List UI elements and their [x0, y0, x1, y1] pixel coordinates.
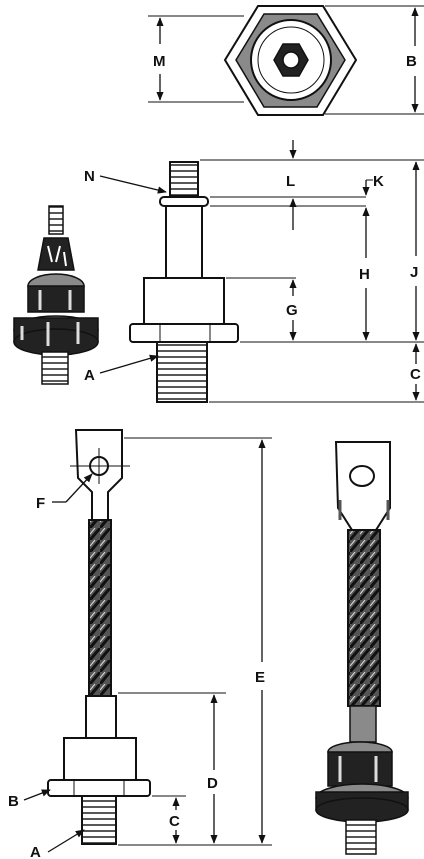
label-B-bottom: B — [8, 793, 19, 810]
dimension-L: L — [286, 140, 297, 230]
label-N: N — [84, 168, 95, 185]
label-H: H — [359, 266, 370, 283]
leader-A-top: A — [84, 354, 159, 384]
dimension-K: K — [362, 173, 384, 196]
label-J: J — [410, 264, 418, 281]
leader-N: N — [84, 168, 167, 194]
dimension-J: J — [410, 161, 420, 341]
lower-extension-lines — [118, 437, 272, 846]
leader-A-bottom: A — [30, 829, 85, 859]
dimension-C-bottom: C — [169, 797, 180, 844]
label-C-bottom: C — [169, 813, 180, 830]
label-M: M — [153, 53, 166, 70]
stud-perspective-small — [13, 205, 99, 385]
dimension-B-top: B — [325, 5, 424, 115]
label-B-top: B — [406, 53, 417, 70]
dimension-C-top: C — [410, 343, 421, 401]
top-view-hex — [223, 5, 358, 116]
label-L: L — [286, 173, 295, 190]
leader-B-bottom: B — [8, 789, 51, 810]
label-C-top: C — [410, 366, 421, 383]
side-view-extension-lines — [200, 159, 424, 403]
dimension-G: G — [286, 279, 298, 341]
label-A-top: A — [84, 367, 95, 384]
label-G: G — [286, 302, 298, 319]
dimension-M: M — [148, 15, 244, 103]
label-F: F — [36, 495, 45, 512]
dimension-H: H — [359, 207, 370, 341]
flexible-lead-device — [47, 429, 151, 845]
label-E: E — [255, 669, 265, 686]
flexible-lead-perspective — [315, 441, 409, 855]
dimension-D: D — [207, 694, 218, 844]
leader-F: F — [36, 473, 93, 512]
label-A-bottom: A — [30, 844, 41, 859]
label-K: K — [373, 173, 384, 190]
side-view-stud — [129, 161, 239, 403]
dimension-E: E — [255, 439, 266, 844]
label-D: D — [207, 775, 218, 792]
